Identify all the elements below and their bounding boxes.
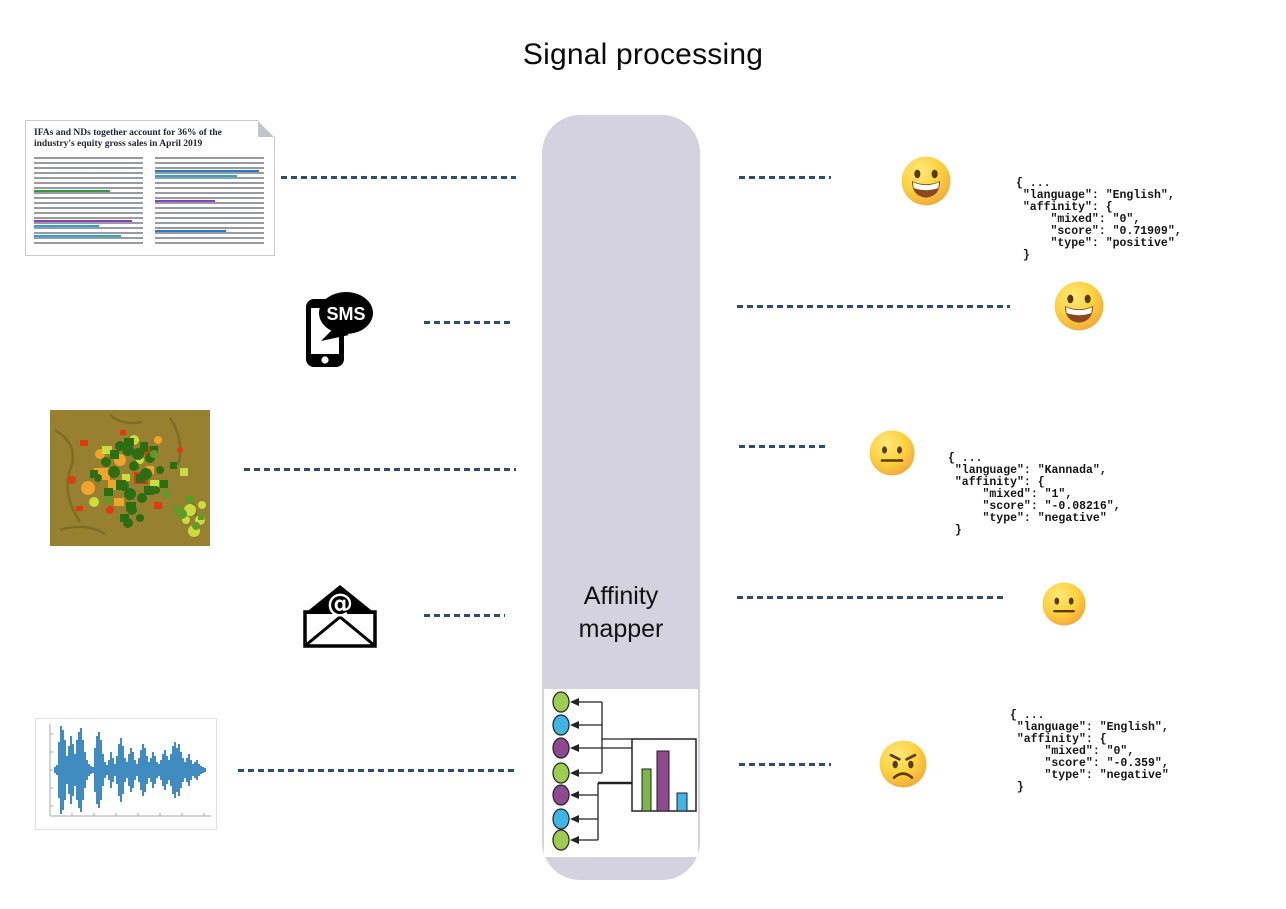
grinning-face-emoji	[1053, 280, 1105, 332]
affinity-mapper-box: Affinity mapper	[542, 115, 700, 880]
output-json-kannada-negative: { ... "language": "Kannada", "affinity":…	[948, 452, 1121, 537]
connector-mapper-to-output-5	[739, 763, 831, 766]
connector-document-to-mapper	[281, 176, 516, 179]
document-headline: IFAs and NDs together account for 36% of…	[34, 128, 222, 150]
email-icon: @	[300, 581, 380, 651]
neutral-face-emoji	[1041, 581, 1087, 627]
angry-face-emoji	[878, 739, 928, 789]
crop-map-image	[50, 410, 210, 546]
neutral-face-emoji	[868, 429, 916, 477]
connector-mapper-to-output-1	[739, 176, 831, 179]
connector-mapper-to-output-4	[737, 596, 1007, 599]
connector-audio-to-mapper	[238, 769, 516, 772]
audio-waveform-thumbnail	[35, 718, 217, 830]
connector-mapper-to-output-3	[739, 445, 827, 448]
page-title: Signal processing	[522, 38, 764, 71]
cluster-chart-image	[544, 689, 698, 857]
sms-icon-label: SMS	[326, 304, 365, 324]
grinning-face-emoji	[900, 155, 952, 207]
connector-sms-to-mapper	[424, 321, 512, 324]
email-at-symbol: @	[327, 589, 353, 619]
affinity-mapper-label: Affinity mapper	[578, 582, 664, 643]
document-text-columns	[26, 155, 274, 245]
connector-map-to-mapper	[244, 468, 516, 471]
output-json-english-negative: { ... "language": "English", "affinity":…	[1010, 709, 1169, 794]
sms-icon: SMS	[293, 283, 377, 373]
connector-email-to-mapper	[424, 614, 505, 617]
document-thumbnail: IFAs and NDs together account for 36% of…	[25, 120, 275, 256]
connector-mapper-to-output-2	[737, 305, 1010, 308]
output-json-positive: { ... "language": "English", "affinity":…	[1016, 177, 1182, 262]
